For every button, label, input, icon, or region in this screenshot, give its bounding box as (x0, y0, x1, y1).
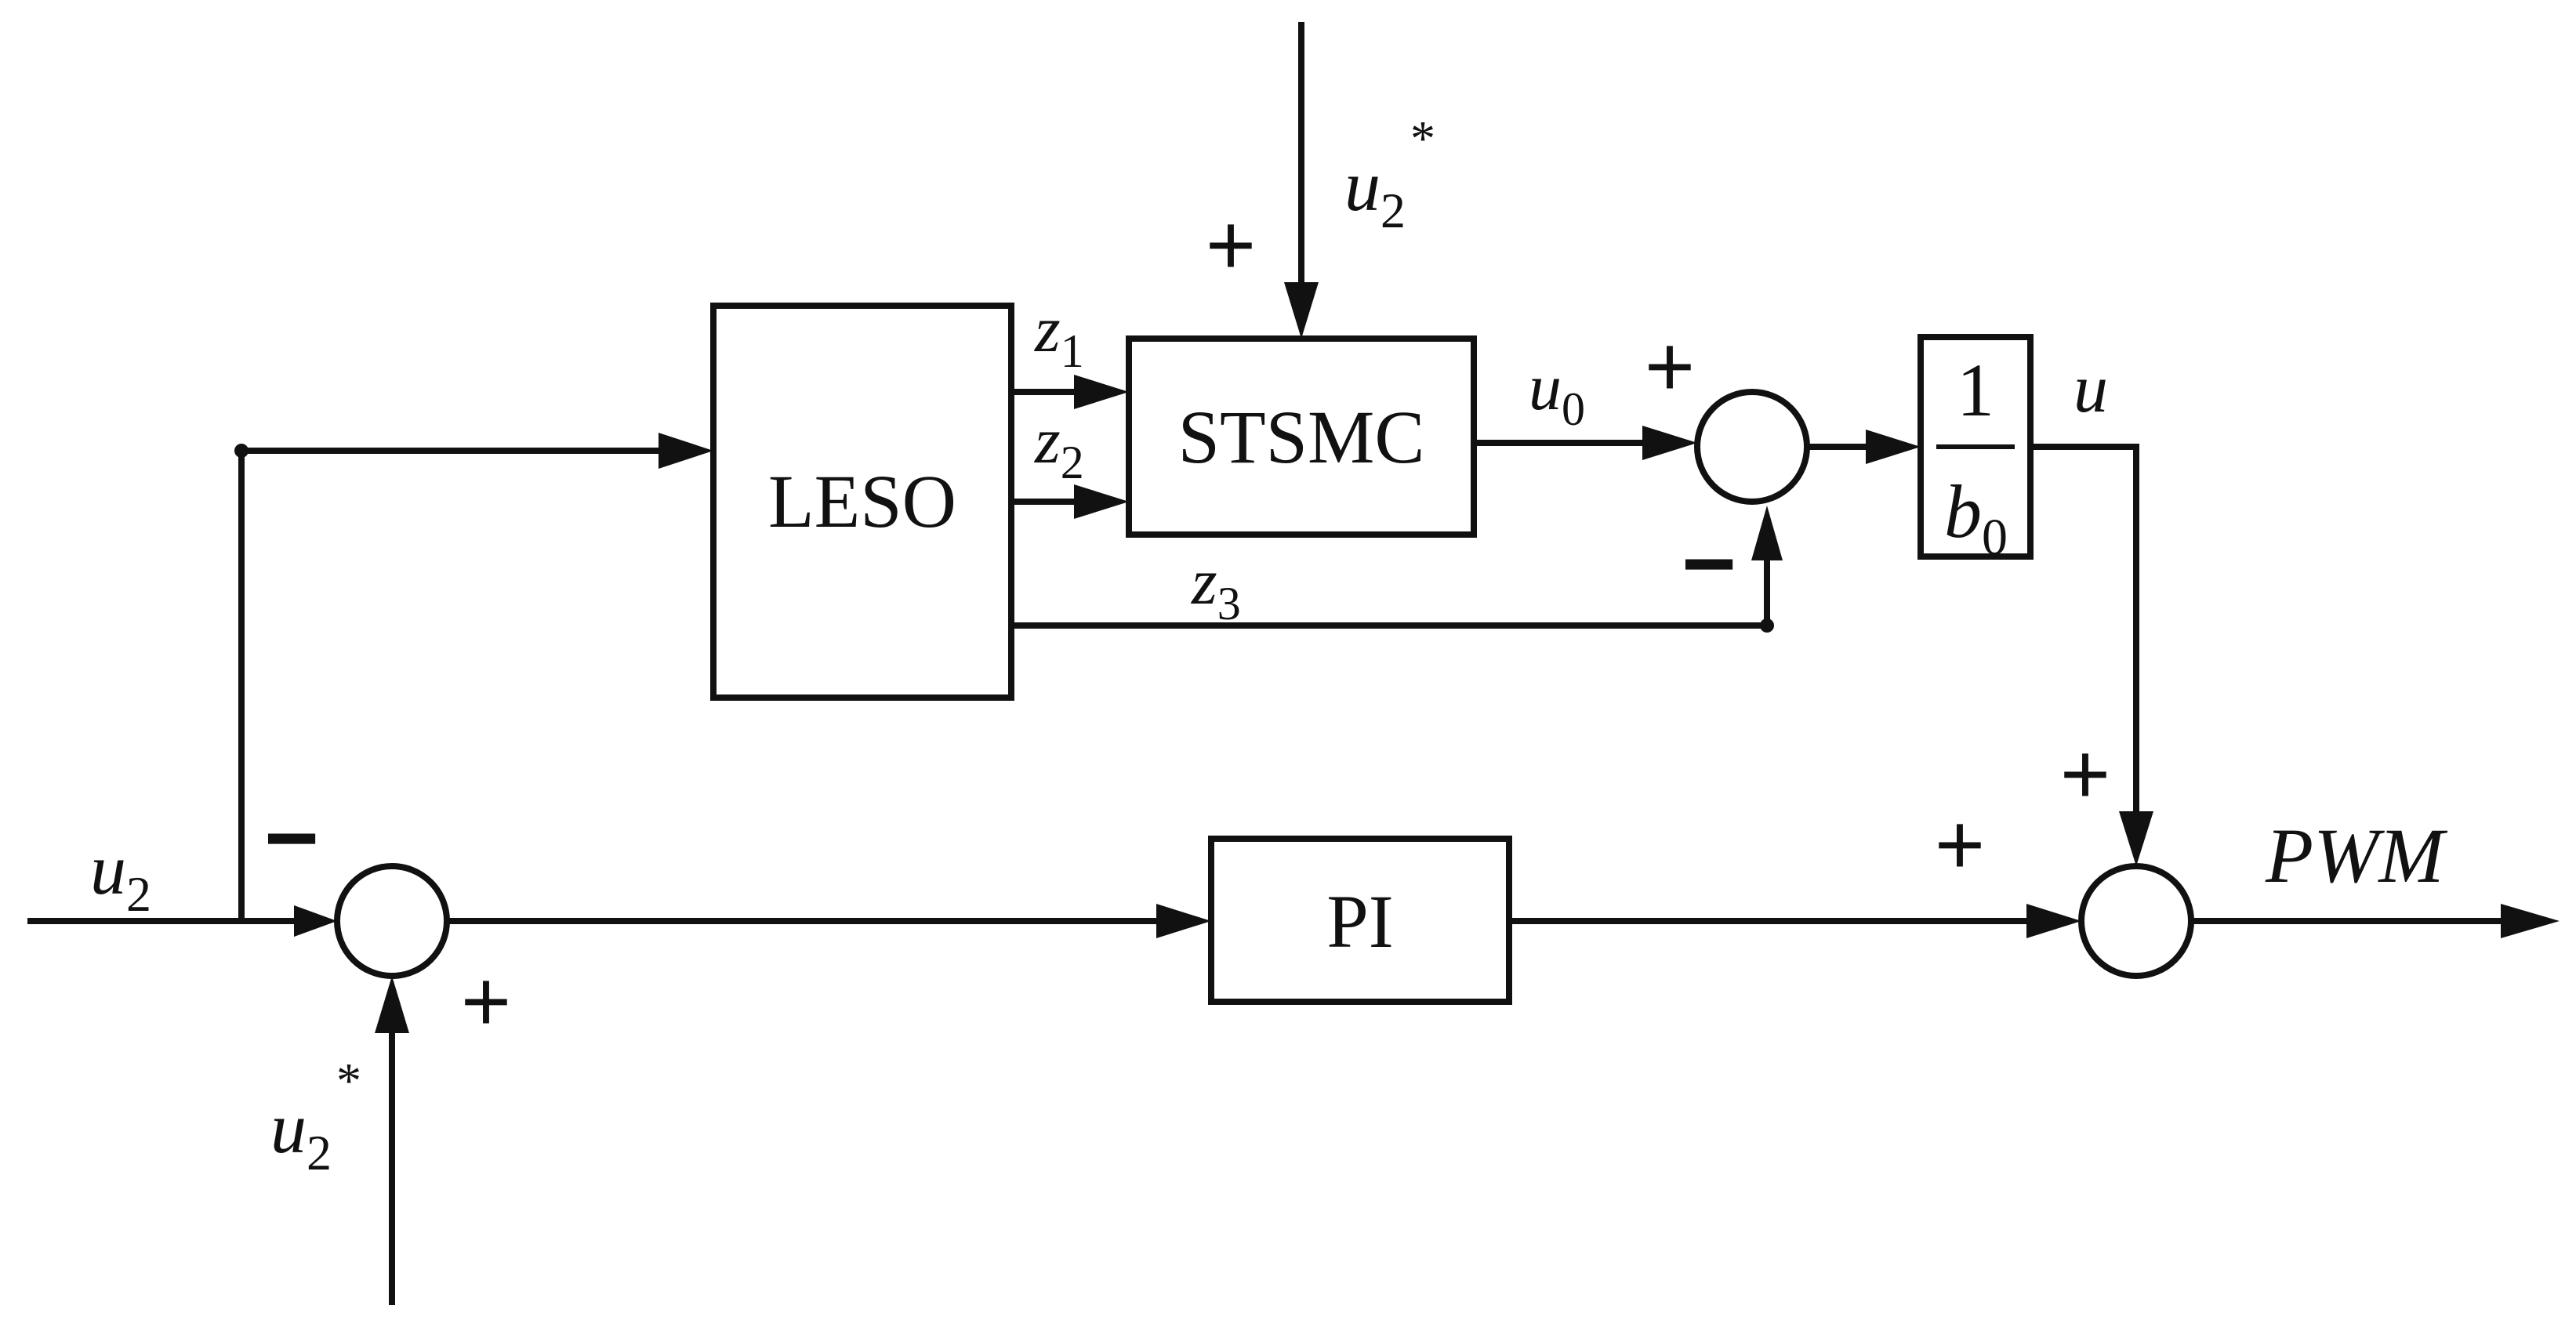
sign-sum3-u: + (2060, 726, 2110, 822)
branch-dot-u2 (234, 444, 249, 458)
label-u2-ref-bottom: u2* (270, 1053, 361, 1180)
gain-block: 1 b0 (1917, 334, 2034, 566)
arrowhead-gain-input (1866, 430, 1921, 464)
arrowhead-u (2119, 811, 2153, 866)
label-pwm: PWM (2265, 812, 2447, 899)
arrowhead-z3 (1751, 506, 1783, 560)
arrowhead-leso-input (659, 433, 713, 469)
sign-sum2-ref: + (461, 953, 511, 1050)
pi-label: PI (1326, 879, 1393, 963)
arrowhead-z2 (1074, 484, 1129, 519)
label-u: u (2073, 351, 2108, 427)
arrowhead-u2-ref-bottom (375, 976, 409, 1033)
sign-sum1-z3: − (1682, 511, 1736, 616)
pi-block: PI (1208, 836, 1512, 1005)
sign-sum2-u2: − (264, 785, 319, 890)
summing-junction-error (334, 863, 450, 979)
gain-denominator: b0 (1944, 470, 2008, 566)
label-u0: u0 (1529, 351, 1585, 435)
summing-junction-output (2078, 863, 2194, 979)
sign-sum3-pi: + (1935, 796, 1985, 893)
stsmc-block: STSMC (1126, 335, 1477, 538)
arrowhead-pwm (2501, 904, 2560, 938)
label-z2: z2 (1034, 404, 1084, 488)
gain-numerator: 1 (1957, 348, 1994, 432)
stsmc-label: STSMC (1178, 395, 1425, 479)
leso-label: LESO (768, 459, 956, 543)
arrowhead-u2-ref-top (1284, 282, 1319, 339)
label-z3: z3 (1191, 546, 1241, 629)
sign-stsmc-ref: + (1206, 197, 1256, 293)
arrowhead-u2-input (294, 905, 337, 937)
label-u2-input: u2 (90, 829, 151, 922)
arrowhead-pi-input (1156, 904, 1211, 938)
label-z1: z1 (1034, 293, 1084, 377)
corner-dot-z3 (1760, 618, 1774, 633)
summing-junction-disturbance (1694, 389, 1810, 505)
sign-sum1-u0: + (1645, 318, 1695, 415)
arrowhead-pi-output (2026, 904, 2081, 938)
arrowhead-u0 (1642, 426, 1697, 460)
label-u2-ref-top: u2* (1344, 111, 1435, 238)
leso-block: LESO (710, 303, 1014, 701)
arrowhead-z1 (1074, 375, 1129, 409)
